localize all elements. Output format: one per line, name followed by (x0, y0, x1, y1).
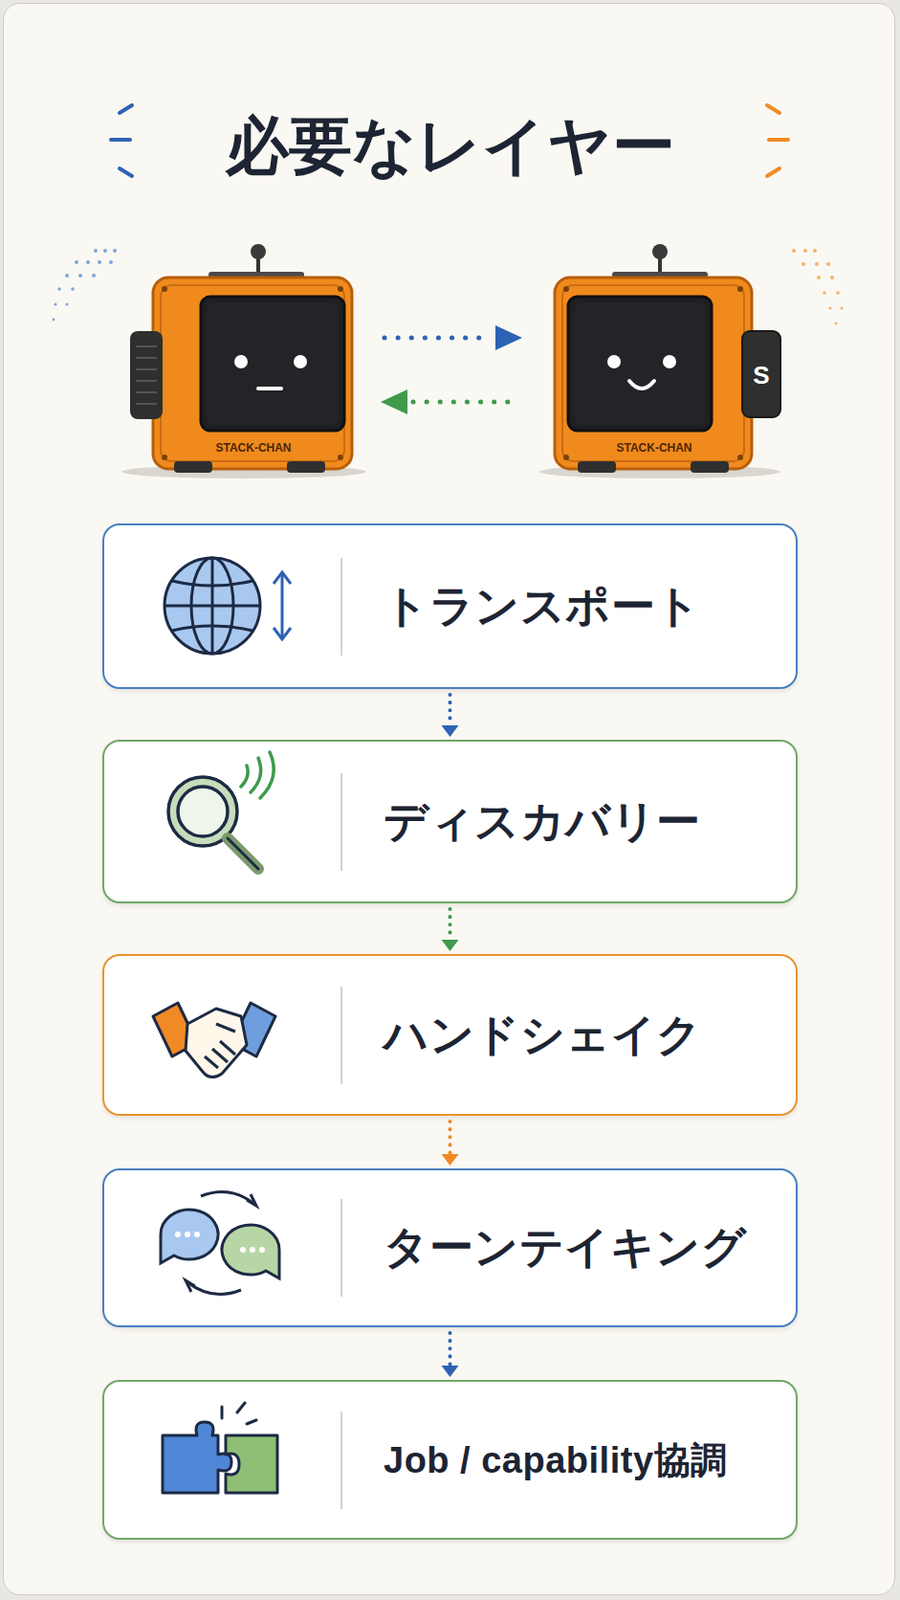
flow-arrow (441, 908, 460, 951)
chat-icon (160, 1191, 280, 1295)
layer-label: ハンドシェイク (383, 1005, 703, 1065)
robot-left (121, 243, 367, 479)
layer-box: トランスポート (102, 523, 798, 689)
layer-box: ディスカバリー (102, 739, 798, 903)
layer-box: ハンドシェイク (102, 953, 798, 1116)
globe-icon (164, 557, 291, 654)
search-icon (168, 751, 274, 869)
layer-box: ターンテイキング (102, 1167, 798, 1327)
title: 必要なレイヤー (0, 103, 900, 190)
handshake-icon (153, 1002, 276, 1077)
flow-arrow (441, 1332, 460, 1377)
robot-label: STACK-CHAN (615, 440, 692, 455)
layer-label: トランスポート (383, 576, 702, 637)
layer-label: ディスカバリー (383, 791, 702, 852)
robot-right (539, 243, 781, 479)
flow-arrow (441, 694, 460, 737)
layer-label: Job / capability協調 (383, 1434, 728, 1484)
puzzle-icon (162, 1402, 278, 1493)
flow-arrow (441, 1120, 460, 1165)
layer-label: ターンテイキング (383, 1217, 747, 1277)
module-letter: S (752, 360, 769, 391)
robot-label: STACK-CHAN (215, 440, 291, 455)
layer-box: Job / capability協調 (102, 1379, 798, 1539)
